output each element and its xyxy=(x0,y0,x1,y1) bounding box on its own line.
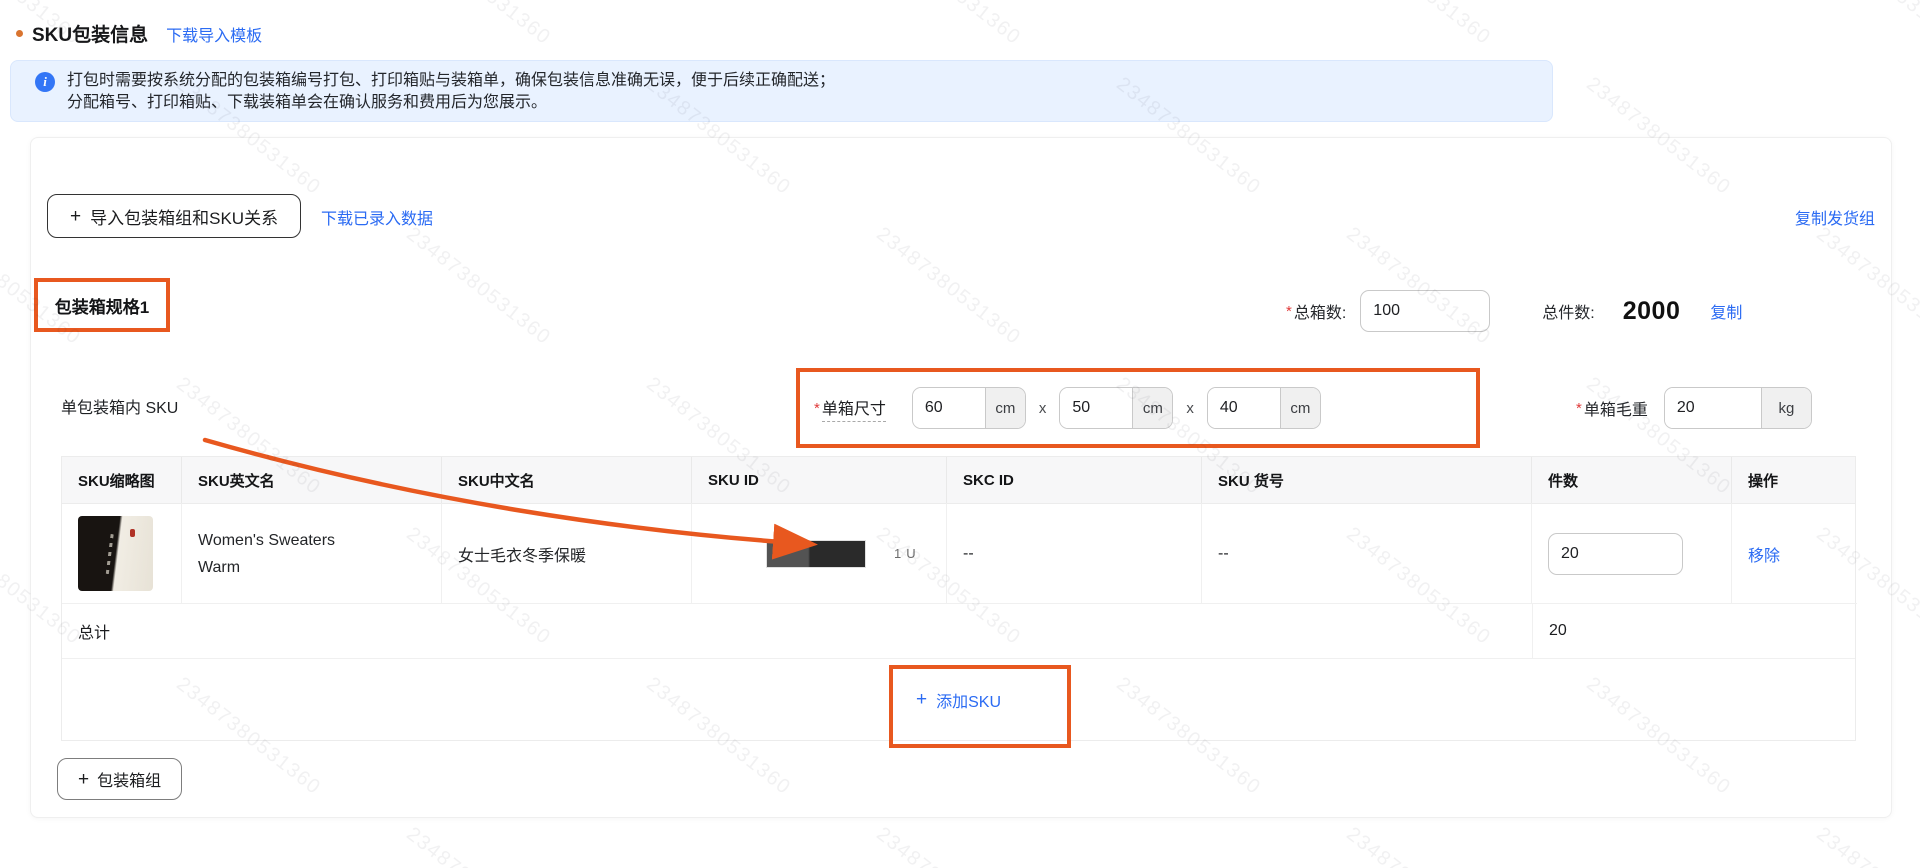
sku-thumbnail-cell xyxy=(62,503,182,603)
thumbnail-stitch-detail xyxy=(105,533,114,579)
height-input-group: cm xyxy=(1206,387,1321,429)
download-entered-data-link[interactable]: 下载已录入数据 xyxy=(321,211,434,228)
item-no-cell: -- xyxy=(1202,503,1532,603)
sku-id-fragment: 1U xyxy=(894,546,921,561)
redacted-sku-id xyxy=(766,539,866,568)
total-boxes-label: 总箱数: xyxy=(1293,305,1347,322)
inner-sku-label: 单包装箱内 SKU xyxy=(61,400,179,417)
length-input[interactable] xyxy=(912,388,985,428)
sku-chinese-name: 女士毛衣冬季保暖 xyxy=(458,547,587,565)
length-input-group: cm xyxy=(911,387,1026,429)
col-header-item-no: SKU 货号 xyxy=(1202,457,1532,503)
plus-icon: + xyxy=(70,205,82,227)
table-header-row: SKU缩略图 SKU英文名 SKU中文名 SKU ID SKC ID SKU 货… xyxy=(62,457,1855,503)
height-unit: cm xyxy=(1279,388,1320,428)
sku-table: SKU缩略图 SKU英文名 SKU中文名 SKU ID SKC ID SKU 货… xyxy=(61,456,1857,741)
height-input[interactable] xyxy=(1207,388,1280,428)
col-header-skc-id: SKC ID xyxy=(947,457,1202,503)
copy-shipping-group-link[interactable]: 复制发货组 xyxy=(1794,211,1875,228)
total-qty-cell: 20 xyxy=(1532,603,1732,658)
add-sku-link[interactable]: + 添加SKU xyxy=(916,688,1001,712)
item-no-value: -- xyxy=(1218,544,1229,562)
skc-id-cell: -- xyxy=(947,503,1202,603)
table-footer: + 添加SKU xyxy=(62,658,1855,740)
required-mark: * xyxy=(1286,302,1292,320)
download-template-link[interactable]: 下载导入模板 xyxy=(166,27,263,45)
col-header-english-name: SKU英文名 xyxy=(182,457,442,503)
width-input[interactable] xyxy=(1060,388,1133,428)
banner-line-2: 分配箱号、打印箱贴、下载装箱单会在确认服务和费用后为您展示。 xyxy=(67,94,548,111)
import-box-group-button[interactable]: + 导入包装箱组和SKU关系 xyxy=(47,194,302,238)
col-header-chinese-name: SKU中文名 xyxy=(442,457,692,503)
box-spec-title: 包装箱规格1 xyxy=(54,297,150,317)
packing-card: + 导入包装箱组和SKU关系 下载已录入数据 复制发货组 包装箱规格1 * 总箱… xyxy=(30,137,1892,818)
multiply-sign: x xyxy=(1186,399,1194,417)
col-header-thumbnail: SKU缩略图 xyxy=(62,457,182,503)
sku-thumbnail-image xyxy=(78,516,153,591)
add-box-group-label: 包装箱组 xyxy=(97,773,162,790)
box-size-annotation-box: * 单箱尺寸 cm x cm x cm xyxy=(796,368,1480,448)
width-unit: cm xyxy=(1132,388,1173,428)
table-row: Women's Sweaters Warm 女士毛衣冬季保暖 1U -- -- … xyxy=(62,503,1855,603)
import-box-group-label: 导入包装箱组和SKU关系 xyxy=(90,208,279,228)
chinese-name-cell: 女士毛衣冬季保暖 xyxy=(442,503,692,603)
banner-text: 打包时需要按系统分配的包装箱编号打包、打印箱贴与装箱单，确保包装信息准确无误，便… xyxy=(67,70,835,114)
action-cell: 移除 xyxy=(1732,503,1855,603)
table-total-row: 总计 20 xyxy=(62,603,1857,658)
total-empty-cell xyxy=(1732,603,1857,658)
gross-weight-label: 单箱毛重 xyxy=(1583,402,1648,419)
add-sku-label: 添加SKU xyxy=(936,693,1001,711)
spec-title-annotation-box: 包装箱规格1 xyxy=(34,278,170,332)
qty-cell xyxy=(1532,503,1732,603)
info-banner: i 打包时需要按系统分配的包装箱编号打包、打印箱贴与装箱单，确保包装信息准确无误… xyxy=(10,60,1553,122)
col-header-qty: 件数 xyxy=(1532,457,1732,503)
thumbnail-logo-dot xyxy=(130,529,135,537)
spec-controls: * 总箱数: 总件数: 2000 复制 xyxy=(1286,288,1742,334)
plus-icon: + xyxy=(915,689,928,710)
page-title: SKU包装信息 xyxy=(32,25,149,46)
gross-weight-input[interactable] xyxy=(1664,388,1761,428)
gross-weight-field: * 单箱毛重 kg xyxy=(1576,368,1812,448)
copy-spec-link[interactable]: 复制 xyxy=(1710,305,1743,322)
add-box-group-button[interactable]: + 包装箱组 xyxy=(57,758,183,800)
col-header-action: 操作 xyxy=(1732,457,1855,503)
width-input-group: cm xyxy=(1059,387,1174,429)
required-mark: * xyxy=(814,399,820,417)
sku-english-name: Women's Sweaters Warm xyxy=(198,531,336,576)
gross-weight-input-group: kg xyxy=(1663,387,1812,429)
required-mark: * xyxy=(1576,399,1582,417)
skc-id-value: -- xyxy=(963,544,974,562)
sku-id-cell: 1U xyxy=(692,503,947,603)
total-label-cell: 总计 xyxy=(62,603,1532,658)
banner-line-1: 打包时需要按系统分配的包装箱编号打包、打印箱贴与装箱单，确保包装信息准确无误，便… xyxy=(67,72,836,89)
remove-sku-link[interactable]: 移除 xyxy=(1748,547,1781,565)
info-icon: i xyxy=(35,72,55,92)
plus-icon: + xyxy=(78,768,90,790)
qty-input[interactable] xyxy=(1548,532,1683,575)
multiply-sign: x xyxy=(1038,399,1047,417)
length-unit: cm xyxy=(984,388,1025,428)
english-name-cell: Women's Sweaters Warm xyxy=(182,503,442,603)
total-items-label: 总件数: xyxy=(1542,305,1595,322)
weight-unit: kg xyxy=(1760,388,1811,428)
total-items-value: 2000 xyxy=(1622,296,1681,325)
col-header-sku-id: SKU ID xyxy=(692,457,947,503)
bullet-icon xyxy=(16,30,23,37)
total-boxes-input[interactable] xyxy=(1360,290,1491,332)
page-header: SKU包装信息 下载导入模板 xyxy=(16,20,262,47)
box-size-label: 单箱尺寸 xyxy=(821,395,886,422)
